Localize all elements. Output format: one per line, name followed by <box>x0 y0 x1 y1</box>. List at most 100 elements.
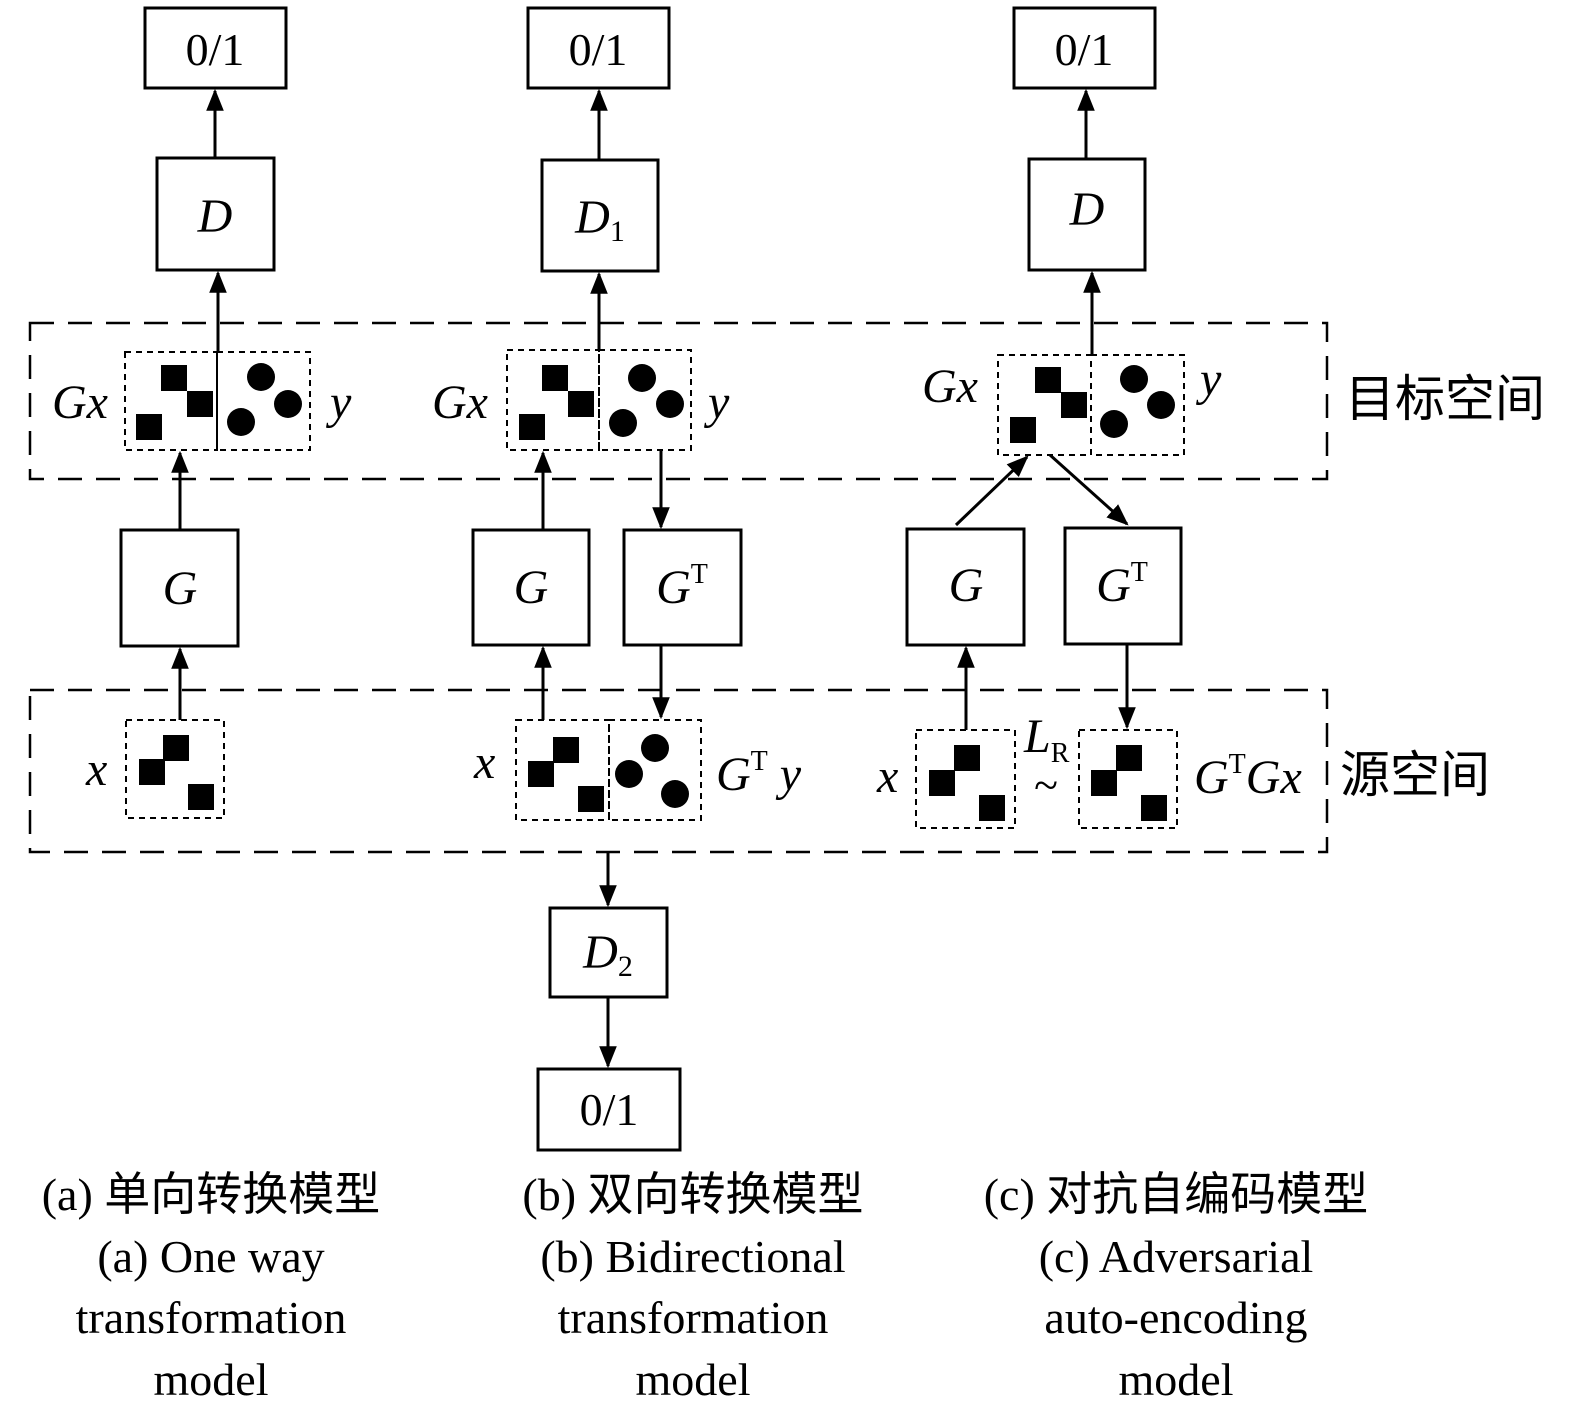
output-box-a <box>143 6 288 90</box>
discriminator-box-c <box>1027 157 1147 272</box>
caption-a-en-line1: (a) One way <box>97 1231 324 1282</box>
discriminator1-label-b: D1 <box>574 191 625 248</box>
generator-label-c: G <box>949 559 984 612</box>
y-dot-a1 <box>247 363 275 391</box>
one-way-model: 0/1 D Gx y G x <box>52 6 352 819</box>
y-sample-c <box>1090 354 1185 456</box>
discriminator-label-c: D <box>1069 183 1105 236</box>
gx-square-a2 <box>187 391 213 417</box>
caption-c-cn: (c) 对抗自编码模型 <box>984 1169 1369 1220</box>
generator-box-c <box>905 527 1026 647</box>
caption-b-en-line3: model <box>636 1354 751 1405</box>
x-square-b3 <box>578 786 604 812</box>
approx-symbol: ~ <box>1034 761 1058 810</box>
y-dot-b3 <box>609 409 637 437</box>
gx-square-b3 <box>519 414 545 440</box>
x-square-a3 <box>188 784 214 810</box>
caption-c-en-line1: (c) Adversarial <box>1039 1231 1314 1282</box>
arrow-g-to-gx-c <box>954 455 1029 527</box>
gx-square-c1 <box>1035 367 1061 393</box>
y-label-a: y <box>325 376 352 429</box>
discriminator-box-a <box>155 156 276 272</box>
generator-box-b <box>471 528 591 647</box>
gx-square-c3 <box>1010 417 1036 443</box>
x-sample-a <box>125 719 225 819</box>
discriminator1-box-b <box>540 158 660 273</box>
generator-box-a <box>119 528 240 648</box>
generator-transpose-box-b <box>622 528 743 647</box>
x-label-b: x <box>473 736 495 789</box>
source-space-label: 源空间 <box>1340 747 1490 803</box>
gty-dot-b3 <box>661 780 689 808</box>
x-square-b1 <box>553 737 579 763</box>
gx-sample-a <box>124 351 218 451</box>
y-dot-c1 <box>1120 365 1148 393</box>
gx-square-c2 <box>1061 392 1087 418</box>
y-sample-a <box>216 351 311 451</box>
output-box-b-bottom <box>536 1067 682 1152</box>
generator-transpose-label-c: GT <box>1096 557 1148 612</box>
caption-b-en-line1: (b) Bidirectional <box>540 1231 845 1282</box>
generator-transpose-box-c <box>1063 526 1183 646</box>
discriminator2-label-b: D2 <box>582 926 633 983</box>
y-dot-a2 <box>274 390 302 418</box>
y-label-c: y <box>1195 353 1222 406</box>
gx-square-a1 <box>161 365 187 391</box>
gx-label-b: Gx <box>432 376 488 429</box>
y-dot-a3 <box>227 408 255 436</box>
caption-a: (a) 单向转换模型 (a) One way transformation mo… <box>42 1169 381 1405</box>
bidirectional-model: 0/1 D1 Gx y G GT x GT y D2 <box>432 6 802 1152</box>
x-square-a2 <box>139 759 165 785</box>
gtgx-sample-c <box>1078 729 1178 829</box>
caption-b-en-line2: transformation <box>558 1292 829 1343</box>
y-dot-c3 <box>1100 410 1128 438</box>
gtgx-square-c3 <box>1141 795 1167 821</box>
output-box-c <box>1012 6 1157 90</box>
caption-b: (b) 双向转换模型 (b) Bidirectional transformat… <box>522 1169 863 1405</box>
x-sample-c <box>915 729 1016 829</box>
gtgx-square-c1 <box>1116 745 1142 771</box>
output-label-c: 0/1 <box>1055 24 1114 75</box>
output-label-b-bottom: 0/1 <box>580 1084 639 1135</box>
caption-c-en-line2: auto-encoding <box>1044 1292 1307 1343</box>
output-label-a: 0/1 <box>186 24 245 75</box>
caption-c: (c) 对抗自编码模型 (c) Adversarial auto-encodin… <box>984 1169 1369 1405</box>
y-dot-b2 <box>656 390 684 418</box>
gx-square-a3 <box>136 414 162 440</box>
gty-sample-b <box>608 719 702 821</box>
gx-sample-b <box>506 349 600 451</box>
gtgx-square-c2 <box>1091 770 1117 796</box>
y-dot-c2 <box>1147 391 1175 419</box>
gx-square-b2 <box>568 391 594 417</box>
x-label-a: x <box>85 743 107 796</box>
target-space-label: 目标空间 <box>1345 371 1545 427</box>
gty-dot-b2 <box>615 760 643 788</box>
gx-label-c: Gx <box>922 360 978 413</box>
caption-a-en-line3: model <box>154 1354 269 1405</box>
arrow-gx-to-gt-c <box>1048 453 1129 526</box>
adversarial-autoencoder-model: 0/1 D Gx y G GT x LR ~ GTGx <box>876 6 1302 829</box>
caption-b-cn: (b) 双向转换模型 <box>522 1169 863 1220</box>
y-label-b: y <box>703 376 730 429</box>
gx-label-a: Gx <box>52 376 108 429</box>
output-box-b-top <box>526 6 671 90</box>
y-sample-b <box>598 349 692 451</box>
x-square-c1 <box>954 745 980 771</box>
target-space-region <box>28 321 1329 481</box>
caption-c-en-line3: model <box>1119 1354 1234 1405</box>
x-label-c: x <box>876 750 898 803</box>
gx-square-b1 <box>542 365 568 391</box>
reconstruction-loss-label: LR <box>1023 710 1070 769</box>
caption-a-cn: (a) 单向转换模型 <box>42 1169 381 1220</box>
x-square-b2 <box>528 761 554 787</box>
x-square-a1 <box>163 735 189 761</box>
generator-label-a: G <box>163 562 198 615</box>
generator-transpose-label-b: GT <box>656 559 708 614</box>
y-dot-b1 <box>628 364 656 392</box>
gty-dot-b1 <box>641 734 669 762</box>
source-space-region <box>28 688 1329 854</box>
x-square-c2 <box>929 770 955 796</box>
caption-a-en-line2: transformation <box>76 1292 347 1343</box>
discriminator-label-a: D <box>197 190 233 243</box>
